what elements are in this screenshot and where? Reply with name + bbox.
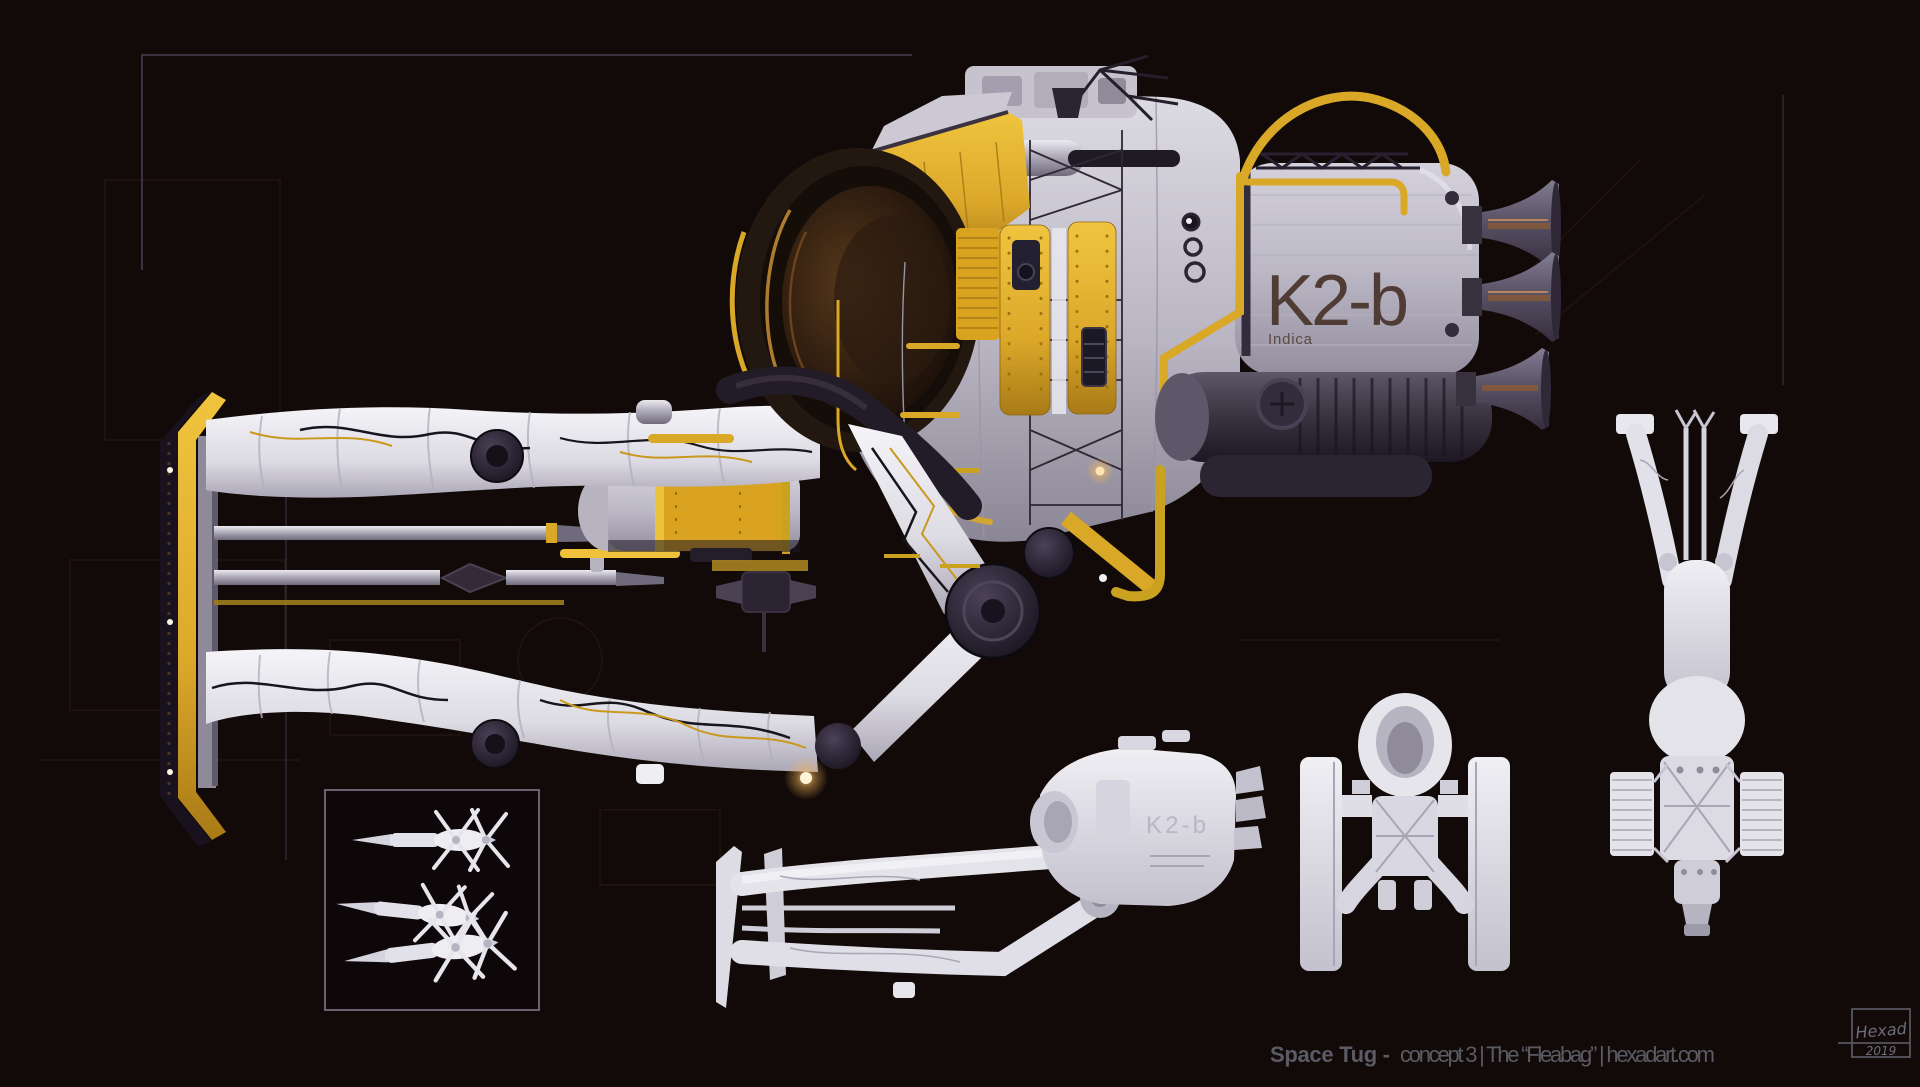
main-hull xyxy=(729,54,1240,542)
upper-arm xyxy=(206,400,820,498)
arm-ball-joint xyxy=(815,723,861,769)
mono-ship-model-label: K2-b xyxy=(1146,812,1206,839)
mono-side-view: K2-b xyxy=(716,730,1266,1008)
plate-lights xyxy=(167,467,173,775)
small-joint-disk xyxy=(1023,527,1075,579)
module-truss xyxy=(1256,152,1420,170)
riveted-panel-left xyxy=(999,224,1051,416)
inset-box xyxy=(324,789,540,1011)
engine-block xyxy=(1060,372,1492,602)
signature-year: 2019 xyxy=(1866,1044,1897,1058)
nozzle-1 xyxy=(1462,180,1561,270)
portholes xyxy=(1181,212,1206,283)
nozzle-2 xyxy=(1462,252,1561,342)
ship-variant-label: Indica xyxy=(1268,331,1313,348)
engine-nozzles xyxy=(1456,180,1561,430)
lower-arm xyxy=(206,649,818,784)
thruster-pod xyxy=(712,560,816,652)
mono-front-view xyxy=(1300,693,1510,971)
riveted-panel-right xyxy=(1067,221,1117,415)
mono-top-body xyxy=(1664,560,1730,702)
ship-model-label: K2-b xyxy=(1266,261,1409,341)
cargo-module: K2-b Indica xyxy=(1235,152,1479,375)
under-pipes xyxy=(1060,465,1165,602)
caption: Space Tug - concept 3 | The “Fleabag” | … xyxy=(1270,1042,1715,1067)
mono-radiator-right xyxy=(1724,763,1784,864)
signature-name: Hexad xyxy=(1855,1019,1909,1042)
cockpit-dome xyxy=(729,148,980,452)
dome-yellow-rim xyxy=(729,231,749,375)
slat-panel xyxy=(956,228,1000,340)
caption-title-bold: Space Tug - xyxy=(1270,1042,1390,1067)
caption-title-rest: concept 3 | The “Fleabag” | hexadart.com xyxy=(1400,1042,1715,1067)
mono-top-view xyxy=(1610,409,1784,936)
under-hull-rigging xyxy=(712,366,1114,800)
nozzle-3 xyxy=(1456,348,1551,430)
mono-radiator-left xyxy=(1610,763,1670,864)
svg-text:Space Tug - concept 3 |: Space Tug - concept 3 | The “Fleabag” | … xyxy=(1270,1042,1715,1067)
canopy-cap xyxy=(872,92,1012,150)
antenna-spider xyxy=(1066,54,1179,122)
signature-box: Hexad 2019 xyxy=(1838,1008,1911,1058)
